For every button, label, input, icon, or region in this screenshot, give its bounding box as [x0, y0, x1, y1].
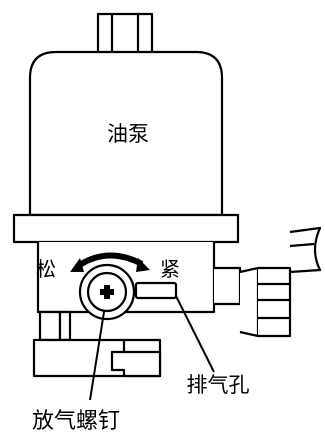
vent-hole-leader: [175, 295, 215, 373]
base-foot: [110, 350, 162, 378]
side-fitting: [239, 266, 260, 338]
bleed-screw-leader: [89, 311, 105, 401]
vent-hole: [134, 281, 178, 300]
top-nozzle: [96, 12, 154, 52]
pump-body: [28, 50, 224, 217]
tighten-label: 紧: [160, 257, 180, 281]
vent-hole-label: 排气孔: [187, 373, 250, 397]
rotation-arrowhead-left: [70, 258, 84, 272]
rotation-arrow: [76, 252, 144, 269]
outlet-pipe-line: [289, 242, 315, 248]
screw-cross-icon: [100, 285, 114, 299]
rotation-arrowhead-right: [136, 258, 150, 272]
loosen-label: 松: [36, 257, 56, 281]
pump-label: 油泵: [107, 122, 149, 146]
bleed-screw-label: 放气螺钉: [32, 409, 120, 434]
base-plate: [38, 310, 62, 342]
base-plate: [58, 310, 72, 342]
side-block: [214, 266, 242, 306]
pump-outline: [12, 12, 322, 378]
pump-flange: [12, 213, 240, 244]
side-fitting-outer: [258, 266, 292, 338]
outlet-pipe: [289, 226, 322, 274]
